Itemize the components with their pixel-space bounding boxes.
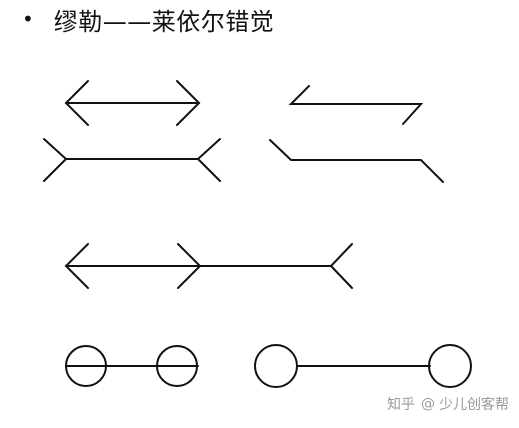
figure-double-arrow xyxy=(64,80,201,126)
left-fin xyxy=(43,138,68,182)
slide-title: 缪勒——莱依尔错觉 xyxy=(53,7,275,36)
z-line xyxy=(288,85,424,125)
watermark-brand: 知乎 xyxy=(387,397,415,413)
figure-outward-fins xyxy=(43,138,221,182)
watermark-separator: @ xyxy=(421,396,435,412)
right-fin xyxy=(329,243,353,289)
left-arrowhead xyxy=(64,80,89,126)
figure-lower-z-line xyxy=(269,139,444,183)
middle-arrowhead xyxy=(177,243,202,289)
right-circle xyxy=(428,344,472,388)
right-arrowhead xyxy=(176,80,201,126)
right-fin xyxy=(196,138,221,182)
figure-upper-z-line xyxy=(288,85,424,125)
left-arrowhead xyxy=(64,243,89,289)
bullet-point: • xyxy=(22,7,34,31)
watermark-author: 少儿创客帮 xyxy=(439,397,509,413)
watermark: 知乎 @ 少儿创客帮 xyxy=(387,394,509,414)
right-circle xyxy=(156,345,198,387)
slide-title-row: • 缪勒——莱依尔错觉 xyxy=(22,2,274,36)
figure-circles-inside xyxy=(65,345,199,387)
left-circle xyxy=(65,345,107,387)
left-circle xyxy=(254,344,298,388)
figure-combined-line xyxy=(64,243,353,289)
figure-circles-outside xyxy=(254,344,472,388)
z-line xyxy=(269,139,444,183)
